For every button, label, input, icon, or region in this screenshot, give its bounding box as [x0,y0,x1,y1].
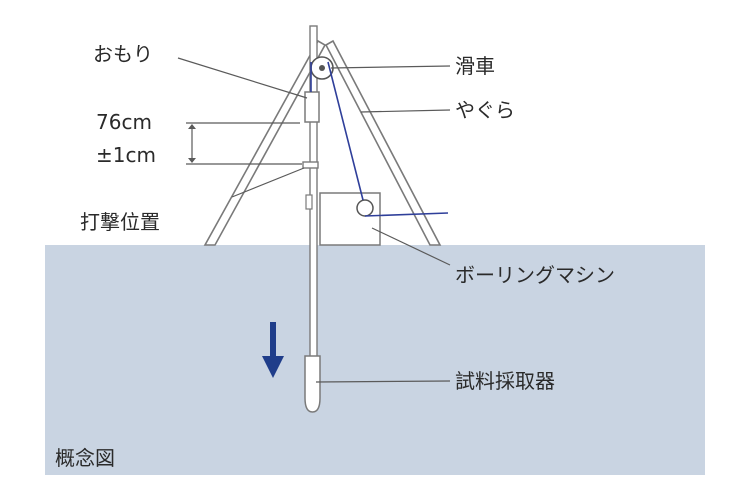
hammer-weight [304,91,320,123]
sampler [304,355,321,413]
tripod-left-leg [203,39,327,246]
label-pulley: 滑車 [455,54,495,78]
leader-lines [177,57,451,383]
down-arrow-icon [262,322,284,378]
drop-height-dimension [186,122,302,165]
anvil [302,161,319,169]
diagram-caption: 概念図 [55,446,115,470]
boring-machine-clamp [305,194,313,210]
label-drop-height: 76cm [96,110,152,134]
tripod-right-leg [324,39,442,246]
label-tolerance: ±1cm [96,143,156,167]
rope [310,61,449,217]
label-strike-position: 打撃位置 [80,210,160,234]
ground [45,245,705,475]
label-sampler: 試料採取器 [455,369,555,393]
label-boring-machine: ボーリングマシン [455,263,615,287]
label-tripod: やぐら [455,98,515,122]
boring-machine-body [319,192,381,246]
winch-drum [356,199,374,217]
label-weight: おもり [93,42,153,66]
pulley-hub [319,65,325,71]
